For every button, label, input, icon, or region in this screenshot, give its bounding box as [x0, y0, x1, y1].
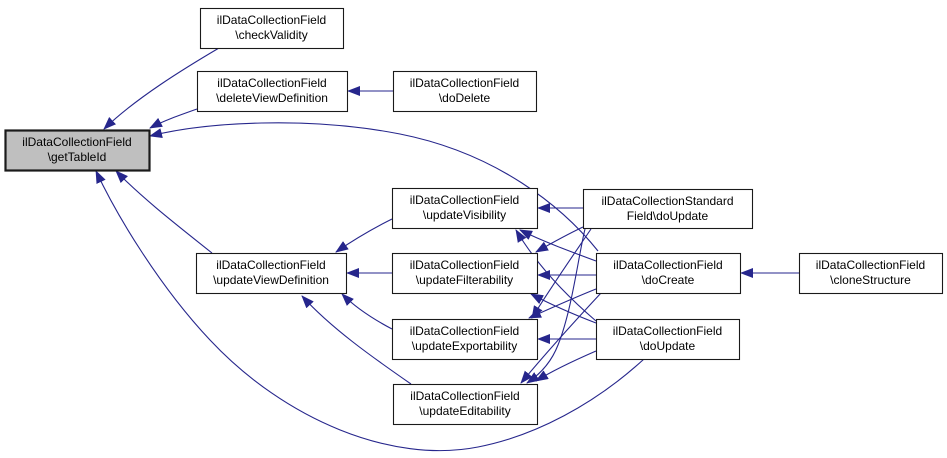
edge-deleteViewDefinition-to-getTableId — [149, 108, 198, 129]
node-label-getTableId-line1: ilDataCollectionField — [22, 135, 131, 149]
edge-updateEditability-to-updateViewDefinition — [301, 295, 412, 385]
node-label-updateExportability-line2: \updateExportability — [412, 339, 517, 353]
node-updateVisibility[interactable]: ilDataCollectionField\updateVisibility — [391, 187, 539, 230]
node-deleteViewDefinition[interactable]: ilDataCollectionField\deleteViewDefiniti… — [196, 70, 349, 113]
node-label-updateEditability-line2: \updateEditability — [419, 404, 510, 418]
node-label-updateEditability-line1: ilDataCollectionField — [410, 389, 519, 403]
node-box-updateExportability[interactable] — [391, 318, 539, 361]
node-label-doDelete-line2: \doDelete — [439, 91, 491, 105]
node-doCreate[interactable]: ilDataCollectionField\doCreate — [595, 252, 742, 295]
node-box-doDelete[interactable] — [392, 70, 538, 113]
edge-doCreate-to-getTableId — [149, 122, 599, 252]
edge-doUpdate-to-updateFilterability — [530, 293, 597, 324]
node-updateEditability[interactable]: ilDataCollectionField\updateEditability — [392, 383, 539, 426]
node-doDelete[interactable]: ilDataCollectionField\doDelete — [392, 70, 538, 113]
node-box-updateVisibility[interactable] — [391, 187, 539, 230]
edge-standardDoUpdate-to-updateExportability — [531, 228, 592, 319]
node-label-cloneStructure-line2: \cloneStructure — [830, 273, 911, 287]
node-box-deleteViewDefinition[interactable] — [196, 70, 349, 113]
node-box-updateFilterability[interactable] — [391, 252, 539, 295]
node-label-checkValidity-line1: ilDataCollectionField — [217, 13, 326, 27]
node-label-standardDoUpdate-line2: Field\doUpdate — [627, 209, 709, 223]
node-getTableId[interactable]: ilDataCollectionField\getTableId — [4, 129, 151, 172]
node-label-cloneStructure-line1: ilDataCollectionField — [816, 258, 925, 272]
node-box-doCreate[interactable] — [595, 252, 742, 295]
node-label-doCreate-line1: ilDataCollectionField — [613, 258, 722, 272]
node-box-updateViewDefinition[interactable] — [195, 252, 348, 295]
node-checkValidity[interactable]: ilDataCollectionField\checkValidity — [199, 7, 345, 50]
edge-doCreate-to-updateExportability — [528, 288, 597, 319]
node-label-updateViewDefinition-line2: \updateViewDefinition — [213, 273, 329, 287]
node-label-updateVisibility-line2: \updateVisibility — [423, 208, 506, 222]
node-label-doCreate-line2: \doCreate — [642, 273, 695, 287]
node-label-doUpdate-line1: ilDataCollectionField — [613, 324, 722, 338]
node-label-updateFilterability-line2: \updateFilterability — [416, 273, 513, 287]
node-label-deleteViewDefinition-line2: \deleteViewDefinition — [216, 91, 328, 105]
node-box-doUpdate[interactable] — [595, 318, 741, 361]
node-label-getTableId-line2: \getTableId — [48, 150, 107, 164]
node-box-cloneStructure[interactable] — [798, 252, 944, 295]
node-label-doUpdate-line2: \doUpdate — [640, 339, 696, 353]
node-box-checkValidity[interactable] — [199, 7, 345, 50]
node-box-standardDoUpdate[interactable] — [582, 188, 754, 230]
edge-doUpdate-to-updateEditability — [535, 350, 597, 382]
edge-updateViewDefinition-to-getTableId — [115, 170, 213, 254]
edge-checkValidity-to-getTableId — [103, 47, 220, 130]
edge-doCreate-to-updateEditability — [520, 292, 602, 384]
node-label-deleteViewDefinition-line1: ilDataCollectionField — [217, 76, 326, 90]
node-label-checkValidity-line2: \checkValidity — [235, 28, 307, 42]
node-label-updateExportability-line1: ilDataCollectionField — [410, 324, 519, 338]
node-updateExportability[interactable]: ilDataCollectionField\updateExportabilit… — [391, 318, 539, 361]
edge-doCreate-to-updateVisibility — [519, 229, 597, 262]
edge-updateVisibility-to-updateViewDefinition — [335, 218, 393, 253]
node-label-doDelete-line1: ilDataCollectionField — [410, 76, 519, 90]
node-label-standardDoUpdate-line1: ilDataCollectionStandard — [601, 194, 733, 208]
node-cloneStructure[interactable]: ilDataCollectionField\cloneStructure — [798, 252, 944, 295]
node-box-getTableId[interactable] — [4, 129, 151, 172]
node-label-updateVisibility-line1: ilDataCollectionField — [410, 193, 519, 207]
edge-standardDoUpdate-to-updateFilterability — [535, 226, 584, 253]
node-updateViewDefinition[interactable]: ilDataCollectionField\updateViewDefiniti… — [195, 252, 348, 295]
node-doUpdate[interactable]: ilDataCollectionField\doUpdate — [595, 318, 741, 361]
node-updateFilterability[interactable]: ilDataCollectionField\updateFilterabilit… — [391, 252, 539, 295]
node-label-updateViewDefinition-line1: ilDataCollectionField — [216, 258, 325, 272]
edge-doUpdate-to-getTableId — [95, 170, 645, 452]
node-box-updateEditability[interactable] — [392, 383, 539, 426]
node-label-updateFilterability-line1: ilDataCollectionField — [410, 258, 519, 272]
edge-updateExportability-to-updateViewDefinition — [341, 293, 393, 330]
